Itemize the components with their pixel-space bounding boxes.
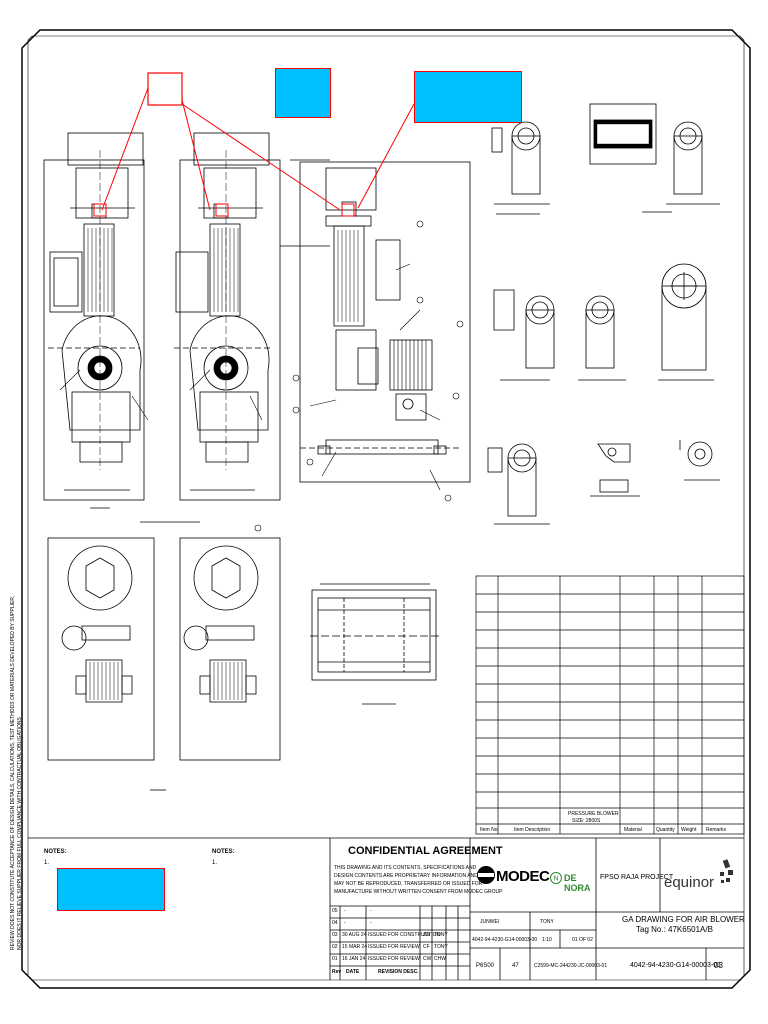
denora-logo-text: DE NORA: [564, 873, 591, 893]
rev-row-chk: CHW: [434, 956, 446, 962]
rev-row-chk: TONY: [434, 944, 448, 950]
notes-right-title: NOTES:: [212, 849, 235, 855]
rev-row-by: CF: [423, 944, 430, 950]
bom-header-description: Item Description: [514, 827, 551, 833]
confidential-line-2: DESIGN CONTENTS ARE PROPRIETARY INFORMAT…: [334, 873, 478, 879]
equinor-logo: equinor: [664, 858, 742, 898]
rev-row-rev: 02: [332, 944, 338, 950]
bom-header-item-no: Item No.: [480, 827, 499, 833]
rev-row-chk: TONY: [434, 932, 448, 938]
rev-row-rev: 05: [332, 908, 338, 914]
notes-right-item: 1.: [212, 860, 218, 866]
rev-row-desc: ISSUED FOR REVIEW: [368, 944, 420, 950]
denora-logo: N DE NORA: [550, 870, 596, 893]
drawn-by: JUNWEI: [480, 919, 500, 925]
bom-header-weight: Weight: [681, 827, 697, 833]
redaction-box-2: [414, 71, 522, 123]
blower-elevation-1: [43, 132, 145, 509]
notes-left-item: 1.: [44, 860, 50, 866]
blower-side-view: [280, 159, 471, 483]
bom-header-quantity: Quantity: [656, 827, 675, 833]
redaction-box-3: [57, 868, 165, 911]
blower-elevation-2: [140, 132, 281, 523]
rev-row-desc: ISSUED FOR CONSTRUCTION: [368, 932, 441, 938]
contractor-document-number: C2599-MC-244230-JC-00003-01: [534, 963, 608, 969]
rev-header-date: DATE: [346, 969, 360, 975]
rev-row-date: 30 AUG 24: [342, 932, 367, 938]
detail-views: [487, 103, 720, 525]
bom-header-remarks: Remarks: [706, 827, 727, 833]
sheet-date: 01 OF 02: [572, 937, 593, 943]
confidential-title: CONFIDENTIAL AGREEMENT: [348, 845, 503, 857]
document-reference: 4042-94-4230-G14-00003-00: [472, 937, 538, 943]
rev-row-date: -: [344, 920, 346, 926]
rev-row-desc: -: [370, 908, 372, 914]
equinor-logo-text: equinor: [664, 874, 715, 891]
blower-plan-1: [47, 537, 166, 791]
base-frame-plan: [310, 583, 440, 705]
bom-header-material: Material: [624, 827, 642, 833]
drawing-tag: Tag No.: 47K6501A/B: [636, 925, 713, 934]
notes-left-title: NOTES:: [44, 849, 67, 855]
modec-logo: MODEC: [476, 862, 550, 888]
confidential-line-1: THIS DRAWING AND ITS CONTENTS, SPECIFICA…: [334, 865, 477, 871]
rev-row-rev: 03: [332, 932, 338, 938]
rev-row-desc: ISSUED FOR REVIEW: [368, 956, 420, 962]
project-name: FPSO RAJA PROJECT: [600, 874, 674, 881]
package-number: 47: [512, 963, 519, 969]
drawing-revision: 03: [714, 961, 723, 970]
bom-table: [475, 575, 745, 835]
blower-plan-2: [179, 537, 281, 761]
pressure-blower-label: PRESSURE BLOWER: [568, 811, 619, 817]
rev-row-date: 16 JAN 24: [342, 956, 366, 962]
side-note-1: REVIEW DOES NOT CONSTITUTE ACCEPTANCE OF…: [10, 595, 16, 950]
confidential-line-3: MAY NOT BE REPRODUCED, TRANSFERRED OR IS…: [334, 881, 483, 887]
side-note-2: NOR DOES IT RELIEVE SUPPLIER FROM FULL C…: [17, 717, 23, 950]
pressure-blower-size: SIZE: 2800S: [572, 818, 601, 824]
rev-row-date: 15 MAR 24: [342, 944, 368, 950]
drawing-title: GA DRAWING FOR AIR BLOWER: [622, 915, 745, 924]
svg-text:N: N: [553, 876, 558, 883]
title-block: [28, 837, 744, 980]
rev-row-by: CW: [423, 956, 432, 962]
package-code: P6S00: [476, 963, 495, 969]
rev-row-rev: 04: [332, 920, 338, 926]
confidential-line-4: MANUFACTURE WITHOUT WRITTEN CONSENT FROM…: [334, 889, 503, 895]
rev-row-rev: 01: [332, 956, 338, 962]
rev-row-desc: -: [370, 920, 372, 926]
rev-header-desc: REVISION DESC.: [378, 969, 419, 975]
rev-header-rev: Rev: [332, 969, 342, 975]
redaction-box-1: [275, 68, 331, 118]
scale-value: 1:10: [542, 937, 552, 943]
rev-row-date: -: [344, 908, 346, 914]
drawing-number: 4042-94-4230-G14-00003-01: [630, 962, 722, 969]
rev-row-by: JW: [423, 932, 431, 938]
red-markup: [93, 72, 415, 217]
checked-by: TONY: [540, 919, 554, 925]
modec-logo-text: MODEC: [496, 868, 550, 885]
